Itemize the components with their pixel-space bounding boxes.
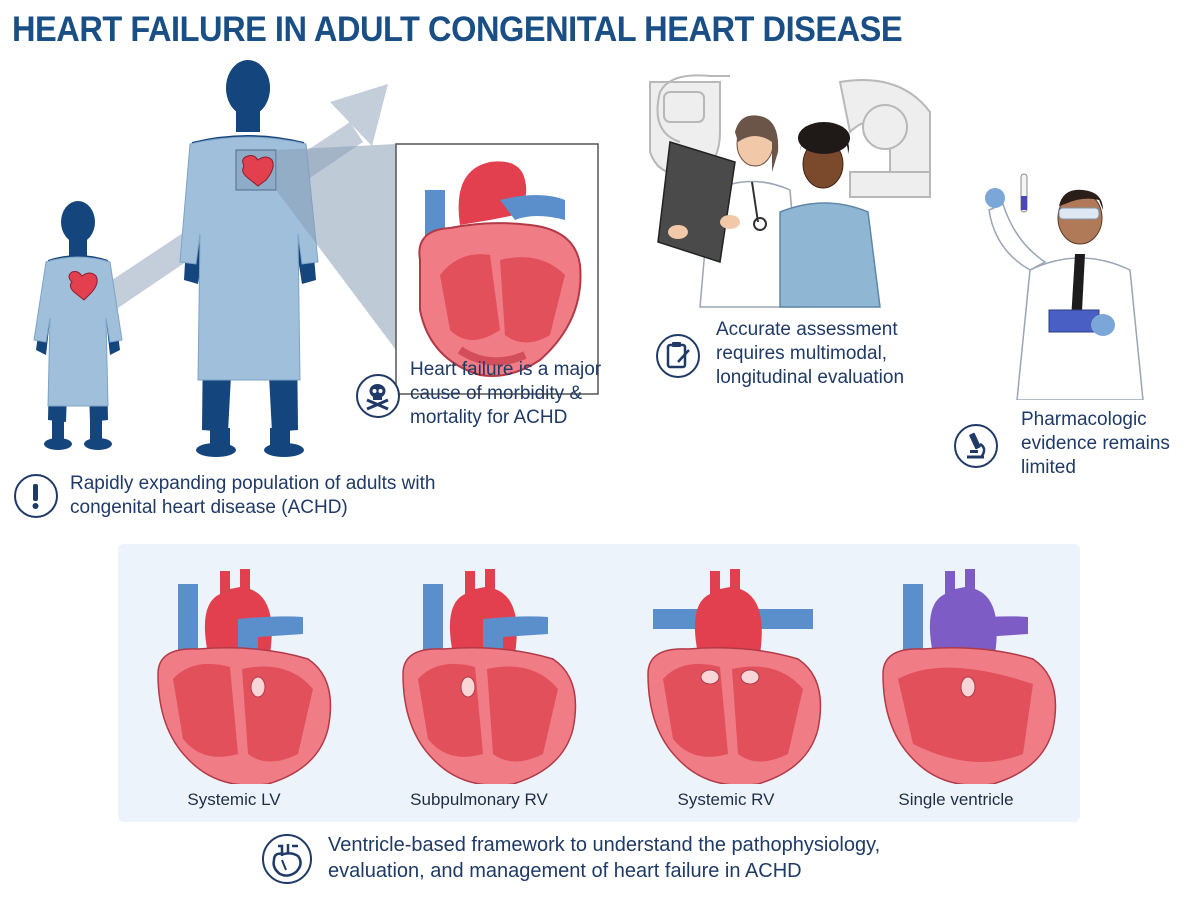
doctor-figure xyxy=(657,115,801,308)
heart-systemic-rv xyxy=(647,569,822,784)
heart-single-ventricle xyxy=(882,569,1057,784)
clipboard-icon xyxy=(656,334,700,378)
heart-subpulmonary-rv xyxy=(402,569,577,784)
population-caption: Rapidly expanding population of adults w… xyxy=(70,473,436,518)
scientist-figure xyxy=(985,173,1144,400)
population-illustration xyxy=(33,60,599,457)
pharmacologic-caption: Pharmacologic evidence remains limited xyxy=(1021,409,1170,478)
assessment-caption: Accurate assessment requires multimodal,… xyxy=(716,319,905,388)
heart-icon xyxy=(262,834,312,884)
zoom-cone xyxy=(276,144,396,350)
heart-systemic-lv xyxy=(157,569,332,784)
label-single-ventricle: Single ventricle xyxy=(898,790,1014,809)
assessment-illustration xyxy=(649,74,931,308)
microscope-icon xyxy=(954,424,998,468)
morbidity-caption: Heart failure is a major cause of morbid… xyxy=(410,359,602,428)
framework-caption: Ventricle-based framework to understand … xyxy=(328,834,881,882)
exclamation-icon xyxy=(14,474,58,518)
label-systemic-lv: Systemic LV xyxy=(187,790,281,809)
child-figure xyxy=(33,201,123,450)
skull-crossbones-icon xyxy=(356,374,400,418)
zoomed-heart xyxy=(395,143,599,395)
adult-figure xyxy=(179,60,319,457)
label-systemic-rv: Systemic RV xyxy=(677,790,775,809)
patient-figure xyxy=(779,122,881,308)
page-title: HEART FAILURE IN ADULT CONGENITAL HEART … xyxy=(12,10,903,49)
scientist-illustration xyxy=(985,173,1144,400)
label-subpulmonary-rv: Subpulmonary RV xyxy=(410,790,548,809)
ventricle-hearts xyxy=(157,569,1057,784)
